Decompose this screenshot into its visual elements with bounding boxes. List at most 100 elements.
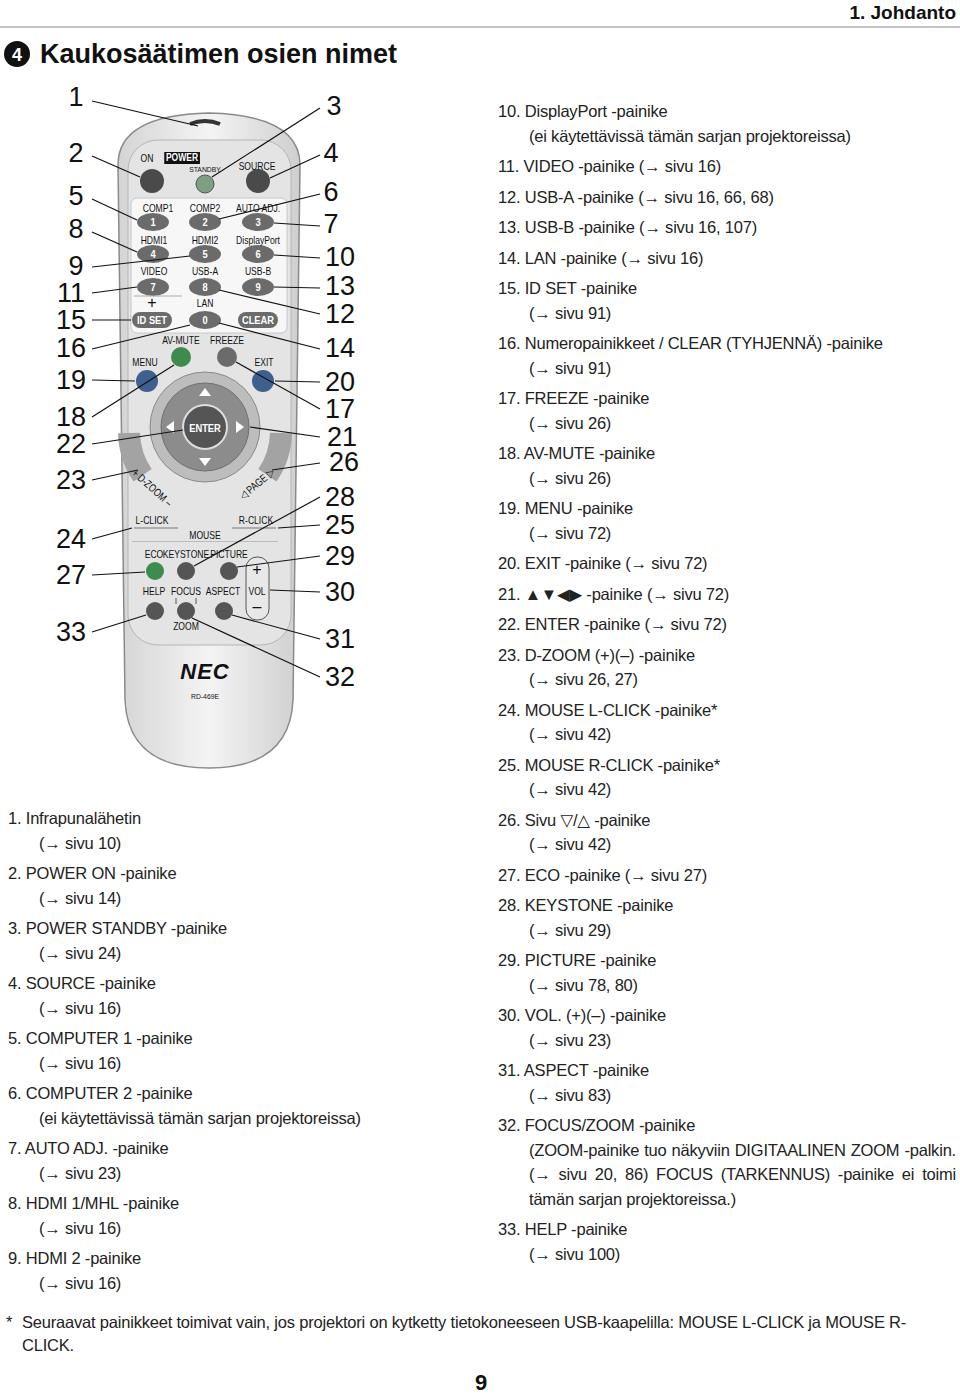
callout-number: 26 bbox=[329, 449, 359, 476]
item-text: 1. Infrapunalähetin bbox=[39, 806, 478, 831]
list-item: 3. POWER STANDBY -painike(→ sivu 24) bbox=[8, 916, 478, 965]
item-text: (→ sivu 24) bbox=[39, 941, 478, 966]
item-text: (→ sivu 10) bbox=[39, 831, 478, 856]
list-item: 18. AV-MUTE -painike(→ sivu 26) bbox=[498, 441, 956, 490]
leader-line bbox=[92, 615, 146, 632]
button-label: USB-A bbox=[192, 266, 218, 277]
item-text: 9. HDMI 2 -painike bbox=[39, 1246, 478, 1271]
button-symbol: + bbox=[147, 295, 156, 311]
leader-line bbox=[274, 223, 320, 226]
leader-line bbox=[92, 232, 137, 252]
callout-number: 17 bbox=[325, 396, 355, 423]
item-text: 26. Sivu ▽/△ -painike bbox=[529, 808, 956, 833]
button-label: COMP1 bbox=[143, 203, 174, 214]
button-label: EXIT bbox=[254, 357, 273, 368]
list-item: 29. PICTURE -painike(→ sivu 78, 80) bbox=[498, 948, 956, 997]
remote-control-part-part bbox=[132, 312, 172, 328]
button-text: 3 bbox=[255, 217, 260, 228]
callout-number: 24 bbox=[56, 526, 86, 553]
leader-line bbox=[219, 194, 320, 219]
button-label: HDMI2 bbox=[192, 235, 219, 246]
item-text: (→ sivu 16) bbox=[39, 996, 478, 1021]
item-text: (→ sivu 26, 27) bbox=[529, 667, 956, 692]
item-text: 21. ▲▼◀▶ -painike (→ sivu 72) bbox=[529, 582, 956, 607]
item-text: 11. VIDEO -painike (→ sivu 16) bbox=[529, 154, 956, 179]
item-text: 22. ENTER -painike (→ sivu 72) bbox=[529, 612, 956, 637]
item-text: 3. POWER STANDBY -painike bbox=[39, 916, 478, 941]
list-item: 8. HDMI 1/MHL -painike(→ sivu 16) bbox=[8, 1191, 478, 1240]
item-text: 8. HDMI 1/MHL -painike bbox=[39, 1191, 478, 1216]
item-text: (→ sivu 26) bbox=[529, 411, 956, 436]
remote-control-part-part bbox=[189, 311, 221, 329]
remote-control-part bbox=[177, 602, 195, 620]
footnote-mark: * bbox=[6, 1311, 12, 1334]
section-badge bbox=[4, 41, 30, 67]
leader-line bbox=[270, 155, 320, 178]
button-label: MENU bbox=[132, 357, 157, 368]
item-text: (→ sivu 91) bbox=[529, 301, 956, 326]
callout-number: 1 bbox=[68, 84, 83, 111]
button-label: R-CLICK bbox=[239, 515, 273, 526]
callout-number: 31 bbox=[325, 626, 355, 653]
list-item: 23. D-ZOOM (+)(–) -painike(→ sivu 26, 27… bbox=[498, 643, 956, 692]
callout-number: 19 bbox=[56, 367, 86, 394]
item-text: (ei käytettävissä tämän sarjan projektor… bbox=[529, 124, 956, 149]
button-label: AUTO ADJ. bbox=[236, 203, 280, 214]
item-text: 31. ASPECT -painike bbox=[529, 1058, 956, 1083]
callout-number: 21 bbox=[327, 424, 357, 451]
button-label: AV-MUTE bbox=[162, 335, 200, 346]
section-number: 4 bbox=[12, 46, 22, 64]
item-text: (→ sivu 23) bbox=[39, 1161, 478, 1186]
button-symbol: – bbox=[253, 599, 262, 615]
power-label: POWER bbox=[164, 152, 200, 164]
list-item: 32. FOCUS/ZOOM -painike(ZOOM-painike tuo… bbox=[498, 1113, 956, 1211]
callout-number: 2 bbox=[68, 140, 83, 167]
callout-number: 12 bbox=[325, 301, 355, 328]
button-label: HELP bbox=[143, 586, 165, 597]
item-text: 19. MENU -painike bbox=[529, 496, 956, 521]
item-text: 15. ID SET -painike bbox=[529, 276, 956, 301]
item-text: (→ sivu 16) bbox=[39, 1216, 478, 1241]
callout-number: 25 bbox=[325, 512, 355, 539]
button-label: VOL bbox=[248, 586, 265, 597]
item-text: (→ sivu 23) bbox=[529, 1028, 956, 1053]
remote-control-part bbox=[220, 562, 238, 580]
remote-control-part-part bbox=[242, 245, 274, 263]
remote-control-part bbox=[246, 557, 269, 620]
callout-number: 13 bbox=[325, 273, 355, 300]
item-text: (→ sivu 42) bbox=[529, 777, 956, 802]
button-label: USB-B bbox=[245, 266, 271, 277]
header-rule bbox=[0, 27, 960, 28]
remote-control-part bbox=[146, 602, 164, 620]
button-label: LAN bbox=[197, 298, 214, 309]
item-text: (→ sivu 91) bbox=[529, 356, 956, 381]
remote-control-part bbox=[132, 541, 278, 542]
remote-control-part-part bbox=[137, 213, 169, 231]
remote-control-part-part bbox=[242, 213, 274, 231]
button-text: 0 bbox=[202, 315, 207, 326]
small-label: RD-469E bbox=[191, 693, 219, 701]
callout-number: 22 bbox=[56, 431, 86, 458]
leader-line bbox=[274, 255, 320, 258]
item-text: 14. LAN -painike (→ sivu 16) bbox=[529, 246, 956, 271]
callout-number: 6 bbox=[323, 179, 338, 206]
list-item: 14. LAN -painike (→ sivu 16) bbox=[498, 246, 956, 271]
item-text: 23. D-ZOOM (+)(–) -painike bbox=[529, 643, 956, 668]
item-text: (→ sivu 42) bbox=[529, 832, 956, 857]
item-text: 32. FOCUS/ZOOM -painike bbox=[529, 1113, 956, 1138]
leader-line bbox=[272, 463, 320, 470]
list-item: 11. VIDEO -painike (→ sivu 16) bbox=[498, 154, 956, 179]
list-item: 26. Sivu ▽/△ -painike(→ sivu 42) bbox=[498, 808, 956, 857]
remote-control-part bbox=[150, 372, 260, 482]
callout-number: 3 bbox=[326, 93, 341, 120]
button-label: DisplayPort bbox=[236, 235, 280, 246]
list-item: 21. ▲▼◀▶ -painike (→ sivu 72) bbox=[498, 582, 956, 607]
callout-number: 18 bbox=[56, 404, 86, 431]
item-text: (→ sivu 72) bbox=[529, 521, 956, 546]
list-item: 4. SOURCE -painike(→ sivu 16) bbox=[8, 971, 478, 1020]
callout-number: 14 bbox=[325, 335, 355, 362]
list-item: 28. KEYSTONE -painike(→ sivu 29) bbox=[498, 893, 956, 942]
button-text: 5 bbox=[202, 249, 207, 260]
leader-line bbox=[270, 590, 320, 592]
list-item: 25. MOUSE R-CLICK -painike*(→ sivu 42) bbox=[498, 753, 956, 802]
